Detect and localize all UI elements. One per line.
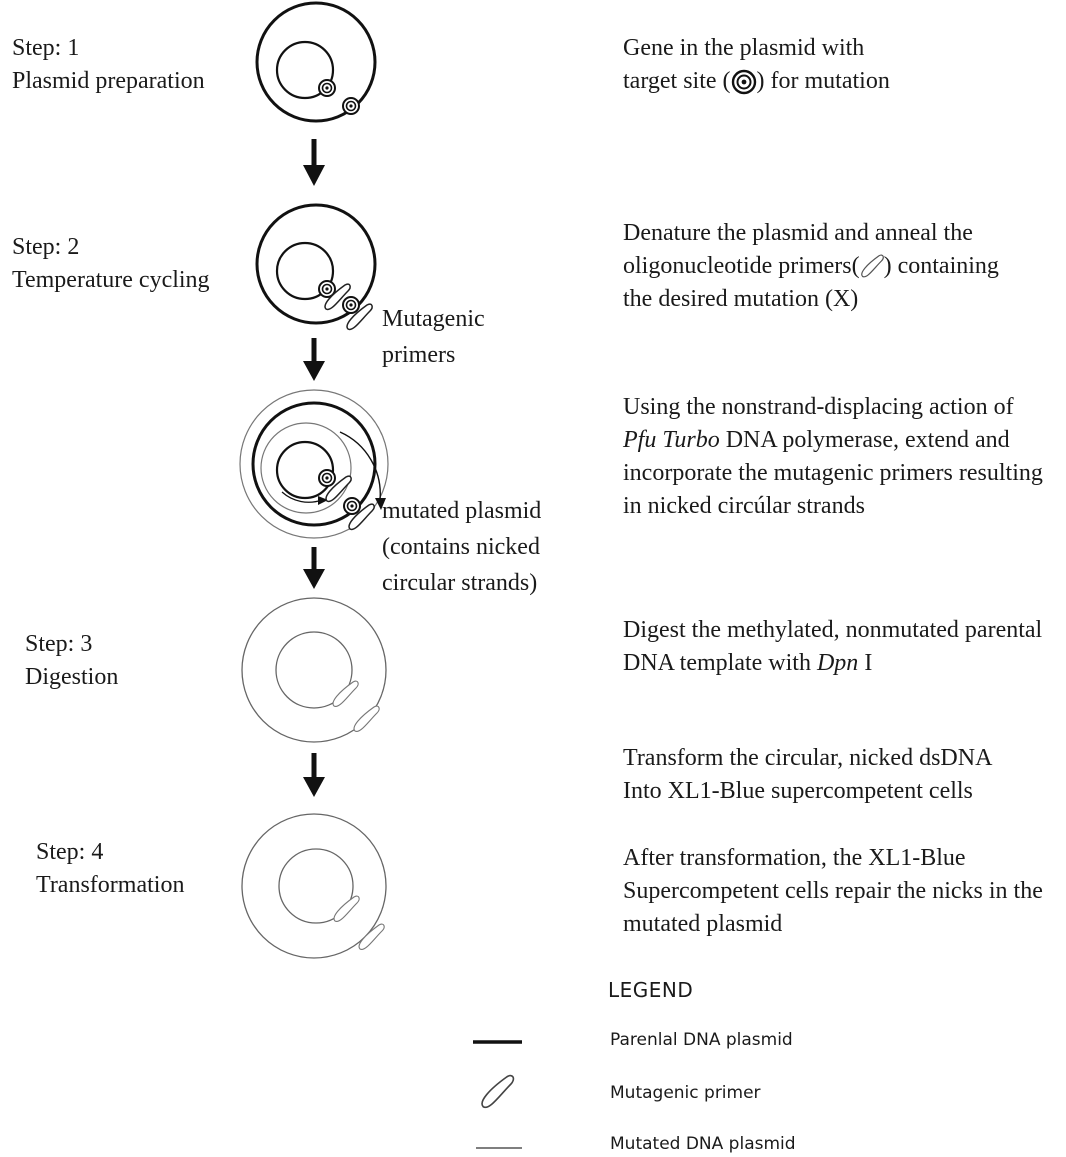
description-step1: Gene in the plasmid with target site () … [623, 35, 890, 95]
legend-item-primer: Mutagenic primer [610, 1083, 761, 1103]
step-label: Step: 4 Transformation [36, 836, 184, 902]
arrow-down-icon [303, 139, 325, 186]
description-extension: Using the nonstrand-displacing action of… [623, 394, 1043, 519]
description-step3: Digest the methylated, nonmutated parent… [623, 617, 1043, 676]
arrow-down-icon [303, 753, 325, 797]
legend-title: LEGEND [608, 978, 694, 1002]
arrow-down-icon [303, 547, 325, 589]
step-number: Step: 2 [12, 234, 80, 260]
step-title: Plasmid preparation [12, 68, 205, 94]
step1-plasmid [255, 1, 377, 123]
step-number: Step: 3 [25, 631, 93, 657]
step-number: Step: 1 [12, 35, 80, 61]
step-title: Temperature cycling [12, 267, 210, 293]
step3-plasmid [241, 597, 387, 743]
legend-symbols [473, 1040, 522, 1149]
extension-plasmid [239, 389, 389, 539]
step-label: Step: 3 Digestion [25, 628, 118, 694]
step-title: Digestion [25, 664, 119, 690]
primers-annotation: Mutagenic primers [382, 306, 485, 368]
step-label: Step: 1 Plasmid preparation [12, 32, 205, 98]
description-transform: Transform the circular, nicked dsDNA Int… [623, 745, 993, 804]
step-number: Step: 4 [36, 839, 104, 865]
legend-item-parental: Parenlal DNA plasmid [610, 1030, 793, 1050]
arrow-down-icon [303, 338, 325, 381]
step-label: Step: 2 Temperature cycling [12, 231, 210, 297]
step4-plasmid [241, 813, 387, 959]
legend-item-mutated: Mutated DNA plasmid [610, 1134, 796, 1154]
mutated-plasmid-annotation: mutated plasmid (contains nicked circula… [382, 498, 542, 596]
primer-icon [860, 254, 884, 278]
target-site-icon [731, 70, 756, 95]
step-title: Transformation [36, 872, 185, 898]
description-step2: Denature the plasmid and anneal the olig… [623, 220, 999, 312]
description-step4: After transformation, the XL1-Blue Super… [623, 845, 1043, 937]
primer-icon [481, 1074, 515, 1109]
step2-plasmid [255, 203, 377, 331]
